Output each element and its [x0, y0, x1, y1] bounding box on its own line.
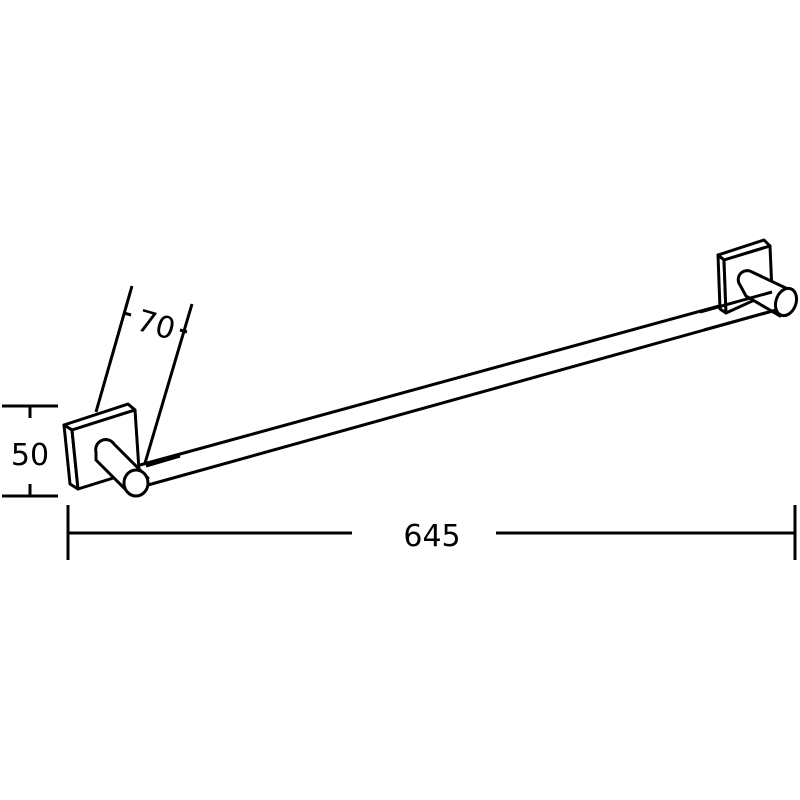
depth-dim-left-extension: [94, 285, 134, 413]
right-post-end-cap: [773, 286, 799, 318]
height-dim-label: 50: [11, 438, 49, 473]
rod-top-edge-overlay-right: [699, 290, 773, 314]
rod-top-edge: [139, 290, 771, 467]
width-dimension: 645: [66, 505, 797, 560]
depth-dim-right-extension: [138, 303, 194, 481]
width-dim-label: 645: [403, 519, 460, 554]
left-post-end-cap: [122, 468, 150, 498]
rod-bottom-edge: [147, 308, 777, 487]
towel-rod: [138, 290, 777, 487]
depth-dim-right-tick: [179, 328, 188, 334]
left-post: [94, 438, 150, 498]
rod-bottom-edge-overlay-right: [703, 308, 777, 332]
depth-dim-label: 70: [133, 303, 179, 347]
depth-dim-left-tick: [123, 311, 132, 317]
height-dimension: 50: [2, 404, 58, 498]
rod-top-edge-overlay: [145, 454, 181, 468]
